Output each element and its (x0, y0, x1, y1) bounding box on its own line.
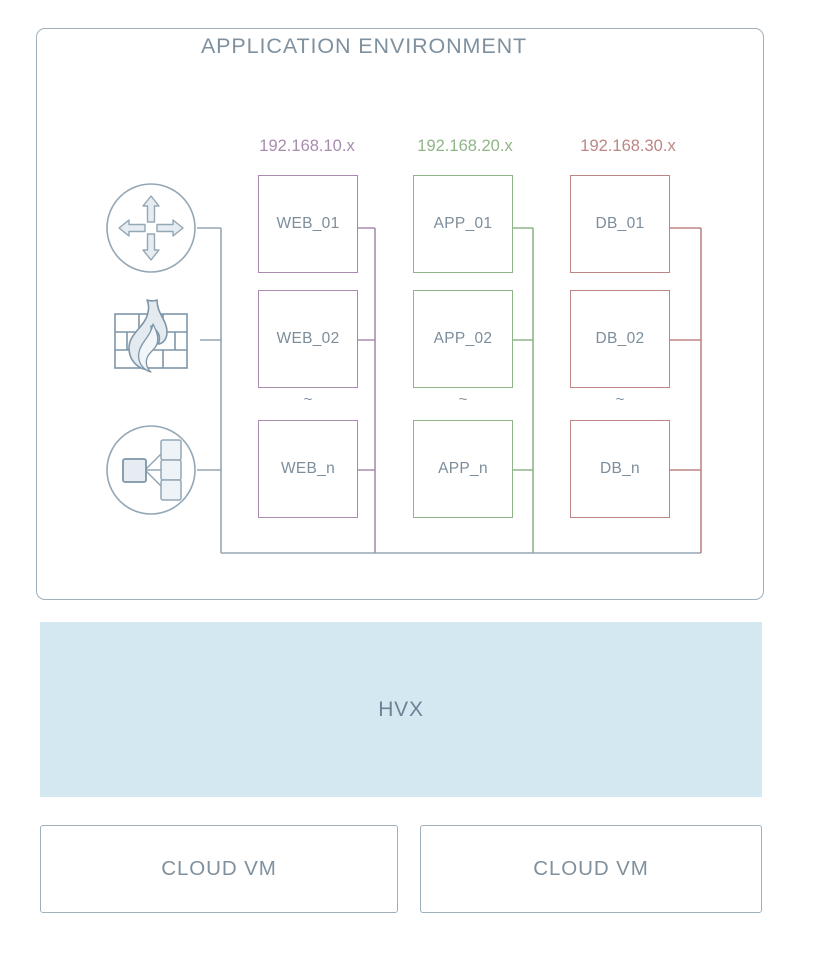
node-db-02[interactable]: DB_02 (570, 290, 670, 388)
ellipsis-app: ~ (458, 391, 468, 408)
node-db-n[interactable]: DB_n (570, 420, 670, 518)
load-balancer-icon (106, 425, 196, 515)
node-web-02[interactable]: WEB_02 (258, 290, 358, 388)
hvx-label: HVX (378, 697, 424, 721)
subnet-label-web: 192.168.10.x (259, 137, 355, 155)
node-app-01[interactable]: APP_01 (413, 175, 513, 273)
cloud-vm-right[interactable]: CLOUD VM (420, 825, 762, 913)
page-title: APPLICATION ENVIRONMENT (200, 34, 528, 58)
ellipsis-db: ~ (615, 391, 625, 408)
cloud-vm-left[interactable]: CLOUD VM (40, 825, 398, 913)
firewall-icon (114, 299, 188, 373)
subnet-label-db: 192.168.30.x (580, 137, 676, 155)
node-web-n[interactable]: WEB_n (258, 420, 358, 518)
ellipsis-web: ~ (303, 391, 313, 408)
node-web-01[interactable]: WEB_01 (258, 175, 358, 273)
hvx-layer: HVX (40, 622, 762, 797)
router-icon (106, 183, 196, 273)
node-app-n[interactable]: APP_n (413, 420, 513, 518)
node-app-02[interactable]: APP_02 (413, 290, 513, 388)
subnet-label-app: 192.168.20.x (417, 137, 513, 155)
node-db-01[interactable]: DB_01 (570, 175, 670, 273)
